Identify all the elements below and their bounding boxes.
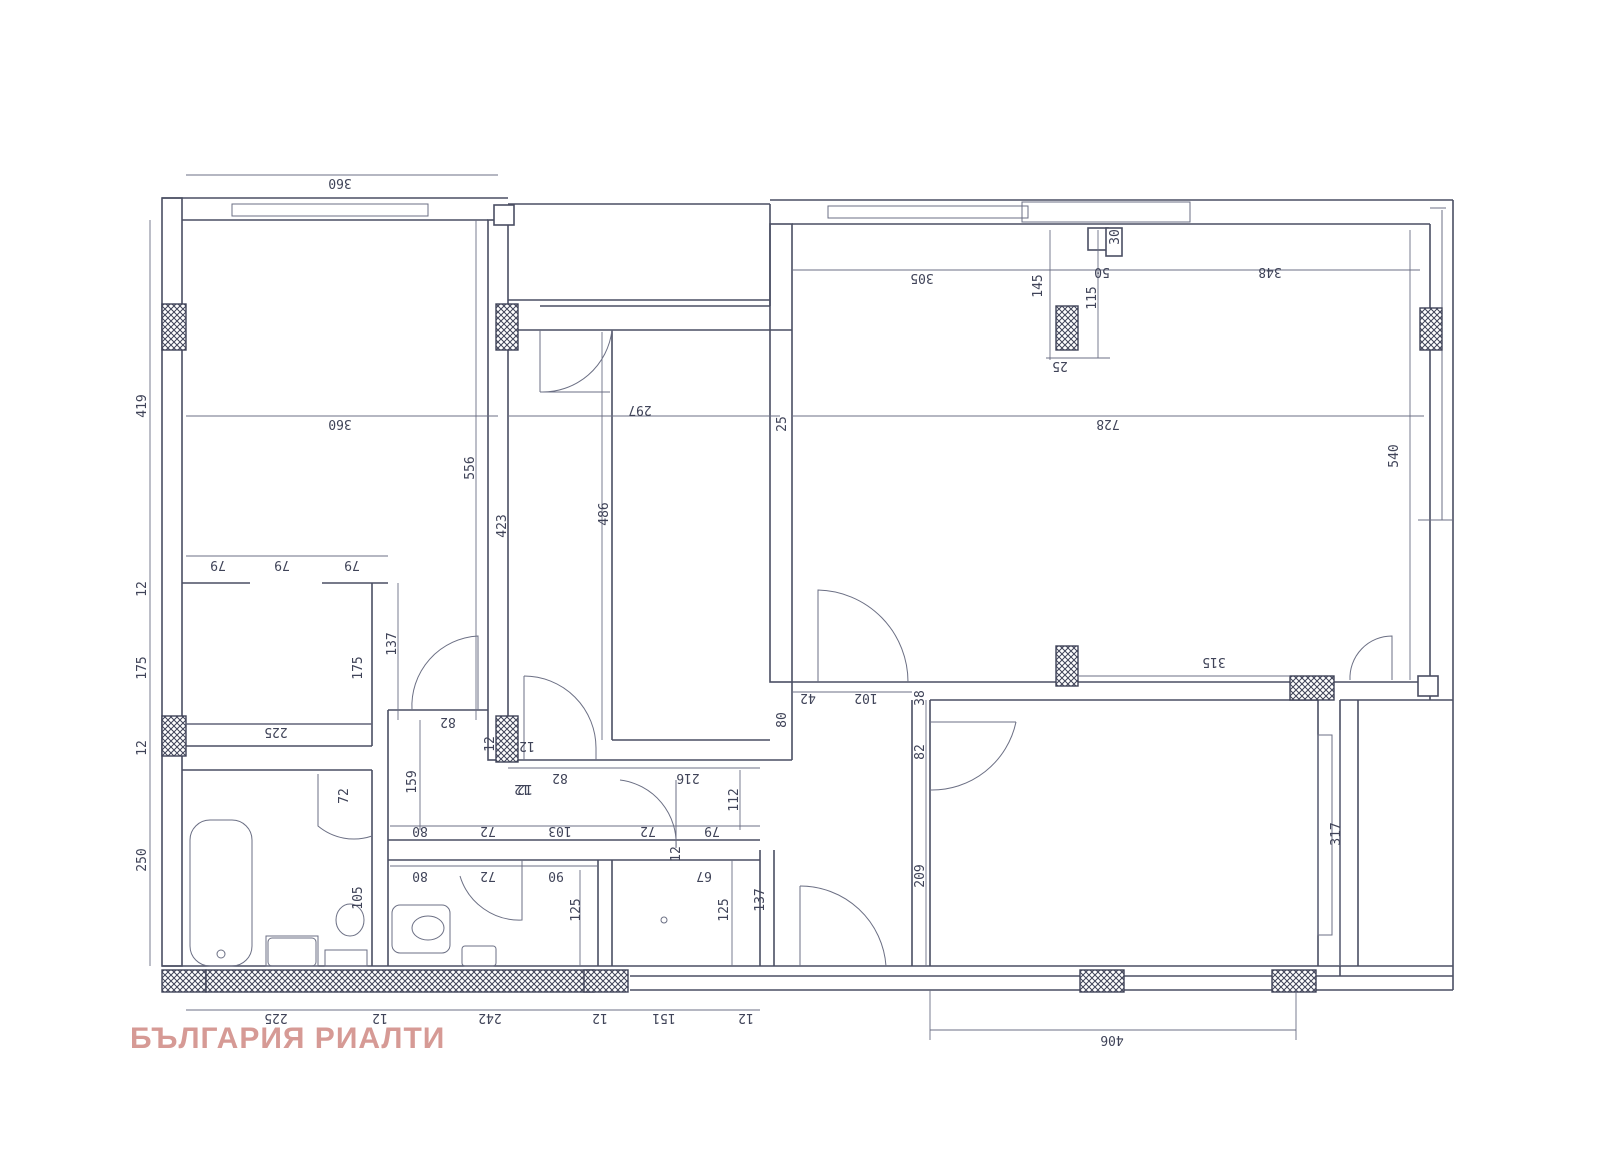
dimension-label: 242 <box>478 1010 501 1025</box>
dimension-label: 540 <box>1387 444 1402 467</box>
dimension-label: 305 <box>910 270 933 285</box>
dimension-label: 216 <box>676 770 699 785</box>
dimension-label: 25 <box>1052 358 1068 373</box>
dimension-label: 175 <box>351 656 366 679</box>
bathtub-icon <box>189 819 253 967</box>
sink-icon <box>461 945 497 967</box>
dimension-label: 79 <box>210 557 226 572</box>
dimension-label: 79 <box>704 823 720 838</box>
dimension-label: 12 <box>738 1010 754 1025</box>
dimension-label: 406 <box>1100 1032 1123 1047</box>
dimension-label: 728 <box>1096 416 1119 431</box>
dimension-label: 348 <box>1258 264 1281 279</box>
dimension-label: 30 <box>1108 229 1123 245</box>
dimension-label: 112 <box>727 788 742 811</box>
columns <box>161 204 1443 993</box>
dimension-label: 72 <box>337 788 352 804</box>
dimension-label: 82 <box>552 770 568 785</box>
dimension-label: 12 <box>519 738 535 753</box>
toilet-icon <box>335 903 365 937</box>
dimension-label: 137 <box>385 632 400 655</box>
dimension-label: 125 <box>717 898 732 921</box>
toilet-icon <box>391 904 451 954</box>
dimension-label: 209 <box>913 864 928 887</box>
dimension-label: 360 <box>328 175 351 190</box>
dimension-label: 419 <box>135 394 150 417</box>
dimension-label: 12 <box>514 781 530 796</box>
bathroom-fixtures <box>189 819 668 967</box>
dimension-label: 72 <box>640 823 656 838</box>
dimension-label: 80 <box>775 712 790 728</box>
dimension-label: 315 <box>1202 654 1225 669</box>
dimension-label: 42 <box>800 690 816 705</box>
dimension-label: 486 <box>597 502 612 525</box>
dimension-label: 79 <box>344 557 360 572</box>
dimension-label: 423 <box>495 514 510 537</box>
dimension-label: 102 <box>854 690 877 705</box>
dimension-label: 12 <box>517 781 533 796</box>
dimension-label: 80 <box>412 868 428 883</box>
dimension-label: 151 <box>652 1010 675 1025</box>
dimension-label: 175 <box>135 656 150 679</box>
dimension-label: 72 <box>480 823 496 838</box>
dimension-label: 38 <box>913 690 928 706</box>
dimension-label: 137 <box>753 888 768 911</box>
dimension-label: 72 <box>480 868 496 883</box>
dimension-label: 12 <box>669 846 684 862</box>
dimension-label: 103 <box>548 823 571 838</box>
dimension-label: 145 <box>1031 274 1046 297</box>
dimension-label: 25 <box>775 416 790 432</box>
dimension-label: 67 <box>696 868 712 883</box>
dimension-label: 12 <box>372 1010 388 1025</box>
dimension-label: 82 <box>913 744 928 760</box>
doors <box>317 329 1393 967</box>
dimension-label: 159 <box>405 770 420 793</box>
dimension-label: 12 <box>135 581 150 597</box>
dimension-labels: 360 419 360 556 423 297 486 25 305 145 115 50 30 25 34… <box>135 175 1402 1047</box>
dimension-label: 125 <box>569 898 584 921</box>
dimension-label: 12 <box>592 1010 608 1025</box>
dimension-label: 79 <box>274 557 290 572</box>
dimension-lines <box>149 174 1424 1040</box>
dimension-label: 115 <box>1085 286 1100 309</box>
dimension-label: 12 <box>483 736 498 752</box>
dimension-label: 82 <box>440 714 456 729</box>
sink-icon <box>267 937 317 967</box>
dimension-label: 250 <box>135 848 150 871</box>
dimension-label: 105 <box>351 886 366 909</box>
dimension-label: 225 <box>264 724 287 739</box>
dimension-label: 360 <box>328 416 351 431</box>
dimension-label: 12 <box>135 740 150 756</box>
watermark-logo: БЪЛГАРИЯ РИАЛТИ <box>130 1022 446 1055</box>
dimension-label: 80 <box>412 823 428 838</box>
dimension-label: 225 <box>264 1010 287 1025</box>
dimension-label: 297 <box>628 402 651 417</box>
dimension-label: 556 <box>463 456 478 479</box>
dimension-label: 317 <box>1329 822 1344 845</box>
dimension-label: 90 <box>548 868 564 883</box>
outer-walls <box>161 197 1454 991</box>
dimension-label: 50 <box>1094 264 1110 279</box>
